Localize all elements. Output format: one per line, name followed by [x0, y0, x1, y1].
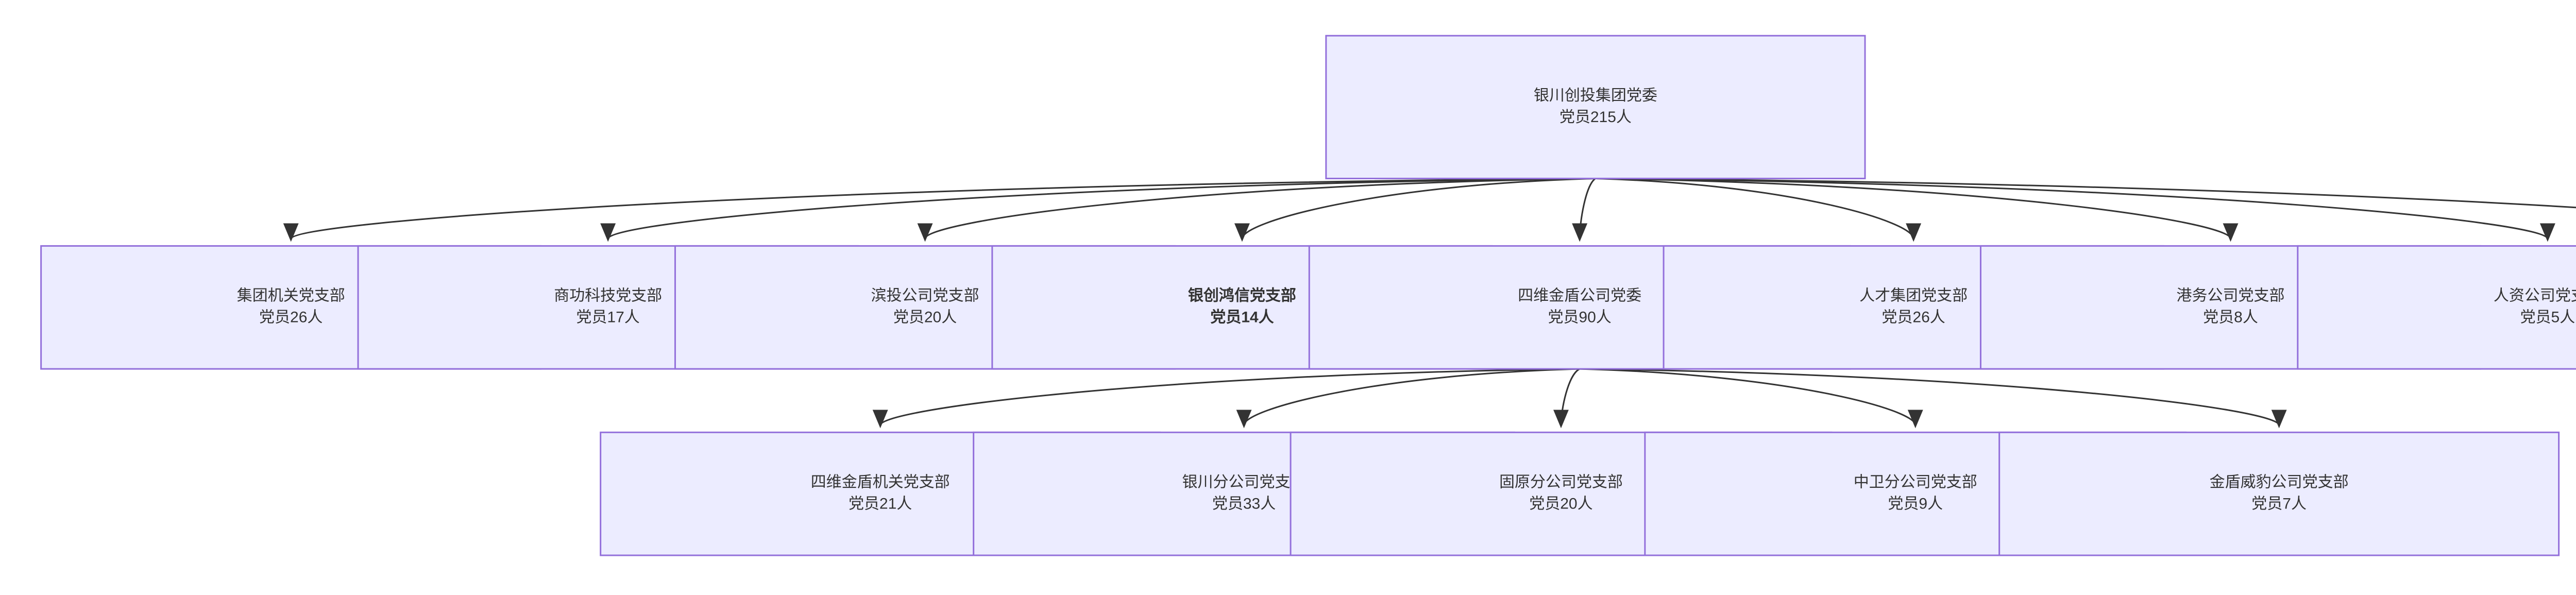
- node-members-n7: 党员8人: [2203, 309, 2258, 326]
- edge-n5-to-c1: [873, 368, 1580, 429]
- node-members-n2: 党员17人: [576, 309, 639, 326]
- edges-layer: [283, 178, 2576, 429]
- node-title-n4: 银创鸿信党支部: [1188, 287, 1296, 304]
- node-box-n8[interactable]: [2297, 245, 2576, 370]
- edge-n5-to-c3: [1553, 368, 1580, 429]
- node-title-c1: 四维金盾机关党支部: [811, 474, 950, 491]
- nodes-layer: 银川创投集团党委党员215人集团机关党支部党员26人商功科技党支部党员17人滨投…: [40, 35, 2576, 556]
- edge-root-to-n2: [600, 178, 1596, 242]
- node-title-root: 银川创投集团党委: [1534, 87, 1657, 104]
- node-members-c1: 党员21人: [849, 496, 912, 513]
- node-members-c4: 党员9人: [1888, 496, 1943, 513]
- node-title-c5: 金盾威豹公司党支部: [2210, 474, 2349, 491]
- node-members-c3: 党员20人: [1529, 496, 1592, 513]
- node-members-n8: 党员5人: [2520, 309, 2575, 326]
- node-members-n3: 党员20人: [893, 309, 957, 326]
- node-title-n5: 四维金盾公司党委: [1518, 287, 1641, 304]
- node-title-n8: 人资公司党支部: [2494, 287, 2576, 304]
- node-title-c4: 中卫分公司党支部: [1854, 474, 1977, 491]
- edge-root-to-n1: [283, 178, 1596, 242]
- node-members-c5: 党员7人: [2251, 496, 2307, 513]
- edge-root-to-n7: [1595, 178, 2239, 242]
- edge-root-to-n3: [917, 178, 1596, 242]
- edge-root-to-n9: [1595, 178, 2576, 209]
- edge-root-to-n8: [1595, 178, 2555, 242]
- node-n8[interactable]: 人资公司党支部党员5人: [2297, 245, 2576, 370]
- node-title-n7: 港务公司党支部: [2177, 287, 2285, 304]
- node-title-n6: 人才集团党支部: [1859, 287, 1968, 304]
- node-title-c3: 固原分公司党支部: [1499, 474, 1623, 491]
- node-title-n3: 滨投公司党支部: [871, 287, 979, 304]
- node-box-root[interactable]: [1325, 35, 1866, 180]
- node-members-root: 党员215人: [1560, 109, 1632, 126]
- node-members-n6: 党员26人: [1882, 309, 1945, 326]
- node-members-n1: 党员26人: [259, 309, 323, 326]
- node-title-n2: 商功科技党支部: [554, 287, 662, 304]
- edge-root-to-n6: [1595, 178, 1921, 242]
- edge-n5-to-c2: [1236, 368, 1580, 429]
- edge-root-to-n5: [1572, 178, 1596, 242]
- edge-root-to-n4: [1234, 178, 1596, 242]
- node-box-c5[interactable]: [1998, 431, 2560, 556]
- node-members-n5: 党员90人: [1548, 309, 1611, 326]
- edge-n5-to-c4: [1580, 368, 1923, 429]
- edge-n5-to-c5: [1580, 368, 2287, 429]
- node-members-n4: 党员14人: [1210, 309, 1274, 326]
- node-members-c2: 党员33人: [1212, 496, 1276, 513]
- node-title-c2: 银川分公司党支部: [1182, 474, 1306, 491]
- node-title-n1: 集团机关党支部: [237, 287, 345, 304]
